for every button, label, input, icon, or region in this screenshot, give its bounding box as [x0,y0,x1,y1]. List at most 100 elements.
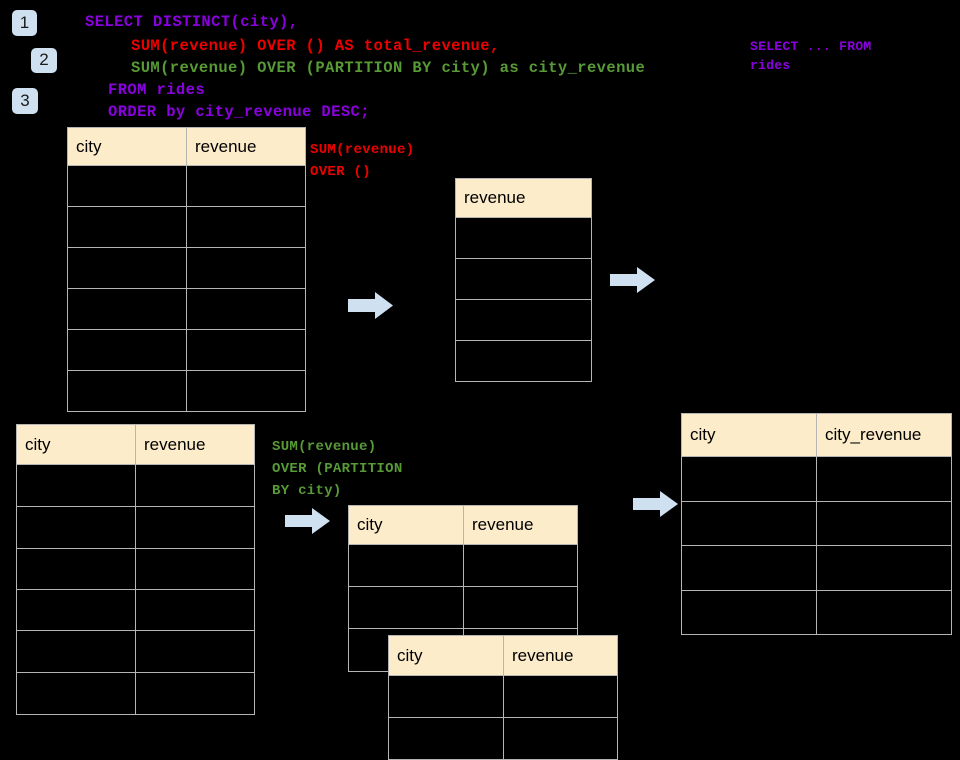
table-row [16,630,255,673]
cell-revenue [463,586,578,629]
cell-revenue [135,672,255,715]
table-row [681,501,952,546]
cell-revenue [186,329,306,371]
table-row [67,165,306,207]
cell-city-revenue [816,590,952,635]
cell-revenue [186,206,306,248]
annotation-select-from-rides: SELECT ... FROM rides [750,39,872,73]
cell-city [67,288,187,330]
cell-revenue [455,217,592,259]
annotation-sum-over-partition: SUM(revenue) OVER (PARTITION BY city) [272,439,403,499]
table-row [348,586,578,629]
cell-city [16,672,136,715]
cell-revenue [503,717,618,760]
table-row [16,589,255,631]
table-row [348,544,578,587]
cell-city [16,630,136,673]
cell-city [681,501,817,546]
rides-source-table-partitioned: city revenue [16,424,255,715]
cell-city [681,590,817,635]
table-row [67,288,306,330]
cell-city [16,506,136,549]
cell-city [388,675,504,718]
table-row [16,548,255,590]
column-header-revenue: revenue [455,178,592,218]
cell-revenue [186,370,306,412]
cell-revenue [463,544,578,587]
table-row [388,717,618,760]
column-header-revenue: revenue [463,505,578,545]
cell-city [67,247,187,289]
table-row [455,258,592,300]
sql-line-from-rides: FROM rides [108,81,206,99]
arrow-total-to-result [610,267,655,293]
cell-city [67,206,187,248]
column-header-city: city [681,413,817,457]
column-header-city: city [16,424,136,465]
arrow-source-to-partition [285,508,330,534]
table-row [388,675,618,718]
cell-revenue [135,506,255,549]
diagram-canvas: 1 2 3 SELECT DISTINCT(city), SUM(revenue… [12,10,952,760]
column-header-city: city [348,505,464,545]
cell-revenue [455,340,592,382]
arrow-source-to-total [348,292,393,319]
city-revenue-result-table: city city_revenue [681,413,952,635]
table-row [681,590,952,635]
table-header-row: city revenue [67,127,306,166]
cell-city [681,456,817,502]
table-header-row: city revenue [388,635,618,676]
table-row [67,329,306,371]
sql-line-sum-over-partition: SUM(revenue) OVER (PARTITION BY city) as… [131,59,646,77]
cell-revenue [135,589,255,631]
column-header-revenue: revenue [135,424,255,465]
table-row [16,672,255,715]
table-row [455,299,592,341]
sql-line-select-distinct: SELECT DISTINCT(city), [85,13,299,31]
table-row [681,545,952,591]
step-badge-1-label: 1 [19,12,30,32]
annotation-sum-over-empty: SUM(revenue) OVER () [310,142,415,180]
column-header-revenue: revenue [503,635,618,676]
cell-revenue [186,247,306,289]
column-header-city: city [67,127,187,166]
cell-city [67,370,187,412]
sql-line-sum-over-empty: SUM(revenue) OVER () AS total_revenue, [131,37,500,55]
table-row [455,217,592,259]
cell-revenue [455,258,592,300]
sql-line-order-by: ORDER by city_revenue DESC; [108,103,370,121]
step-badge-3-label: 3 [20,90,30,110]
column-header-city-revenue: city_revenue [816,413,952,457]
table-row [455,340,592,382]
cell-revenue [186,165,306,207]
cell-revenue [503,675,618,718]
cell-city [16,589,136,631]
table-row [67,206,306,248]
column-header-revenue: revenue [186,127,306,166]
cell-revenue [455,299,592,341]
step-badge-1: 1 [12,10,37,36]
cell-city [348,544,464,587]
table-header-row: city revenue [16,424,255,465]
cell-city [67,165,187,207]
table-row [67,247,306,289]
table-header-row: city revenue [348,505,578,545]
arrow-partition-to-result [633,491,678,517]
table-row [681,456,952,502]
cell-city [681,545,817,591]
cell-city-revenue [816,501,952,546]
table-row [67,370,306,412]
table-header-row: revenue [455,178,592,218]
table-row [16,464,255,507]
cell-revenue [135,548,255,590]
cell-revenue [135,464,255,507]
step-badge-3: 3 [12,88,38,114]
table-row [16,506,255,549]
total-revenue-table: revenue [455,178,592,382]
cell-city-revenue [816,545,952,591]
table-header-row: city city_revenue [681,413,952,457]
cell-city-revenue [816,456,952,502]
column-header-city: city [388,635,504,676]
step-badge-2-label: 2 [39,50,49,69]
step-badge-2: 2 [31,48,57,73]
